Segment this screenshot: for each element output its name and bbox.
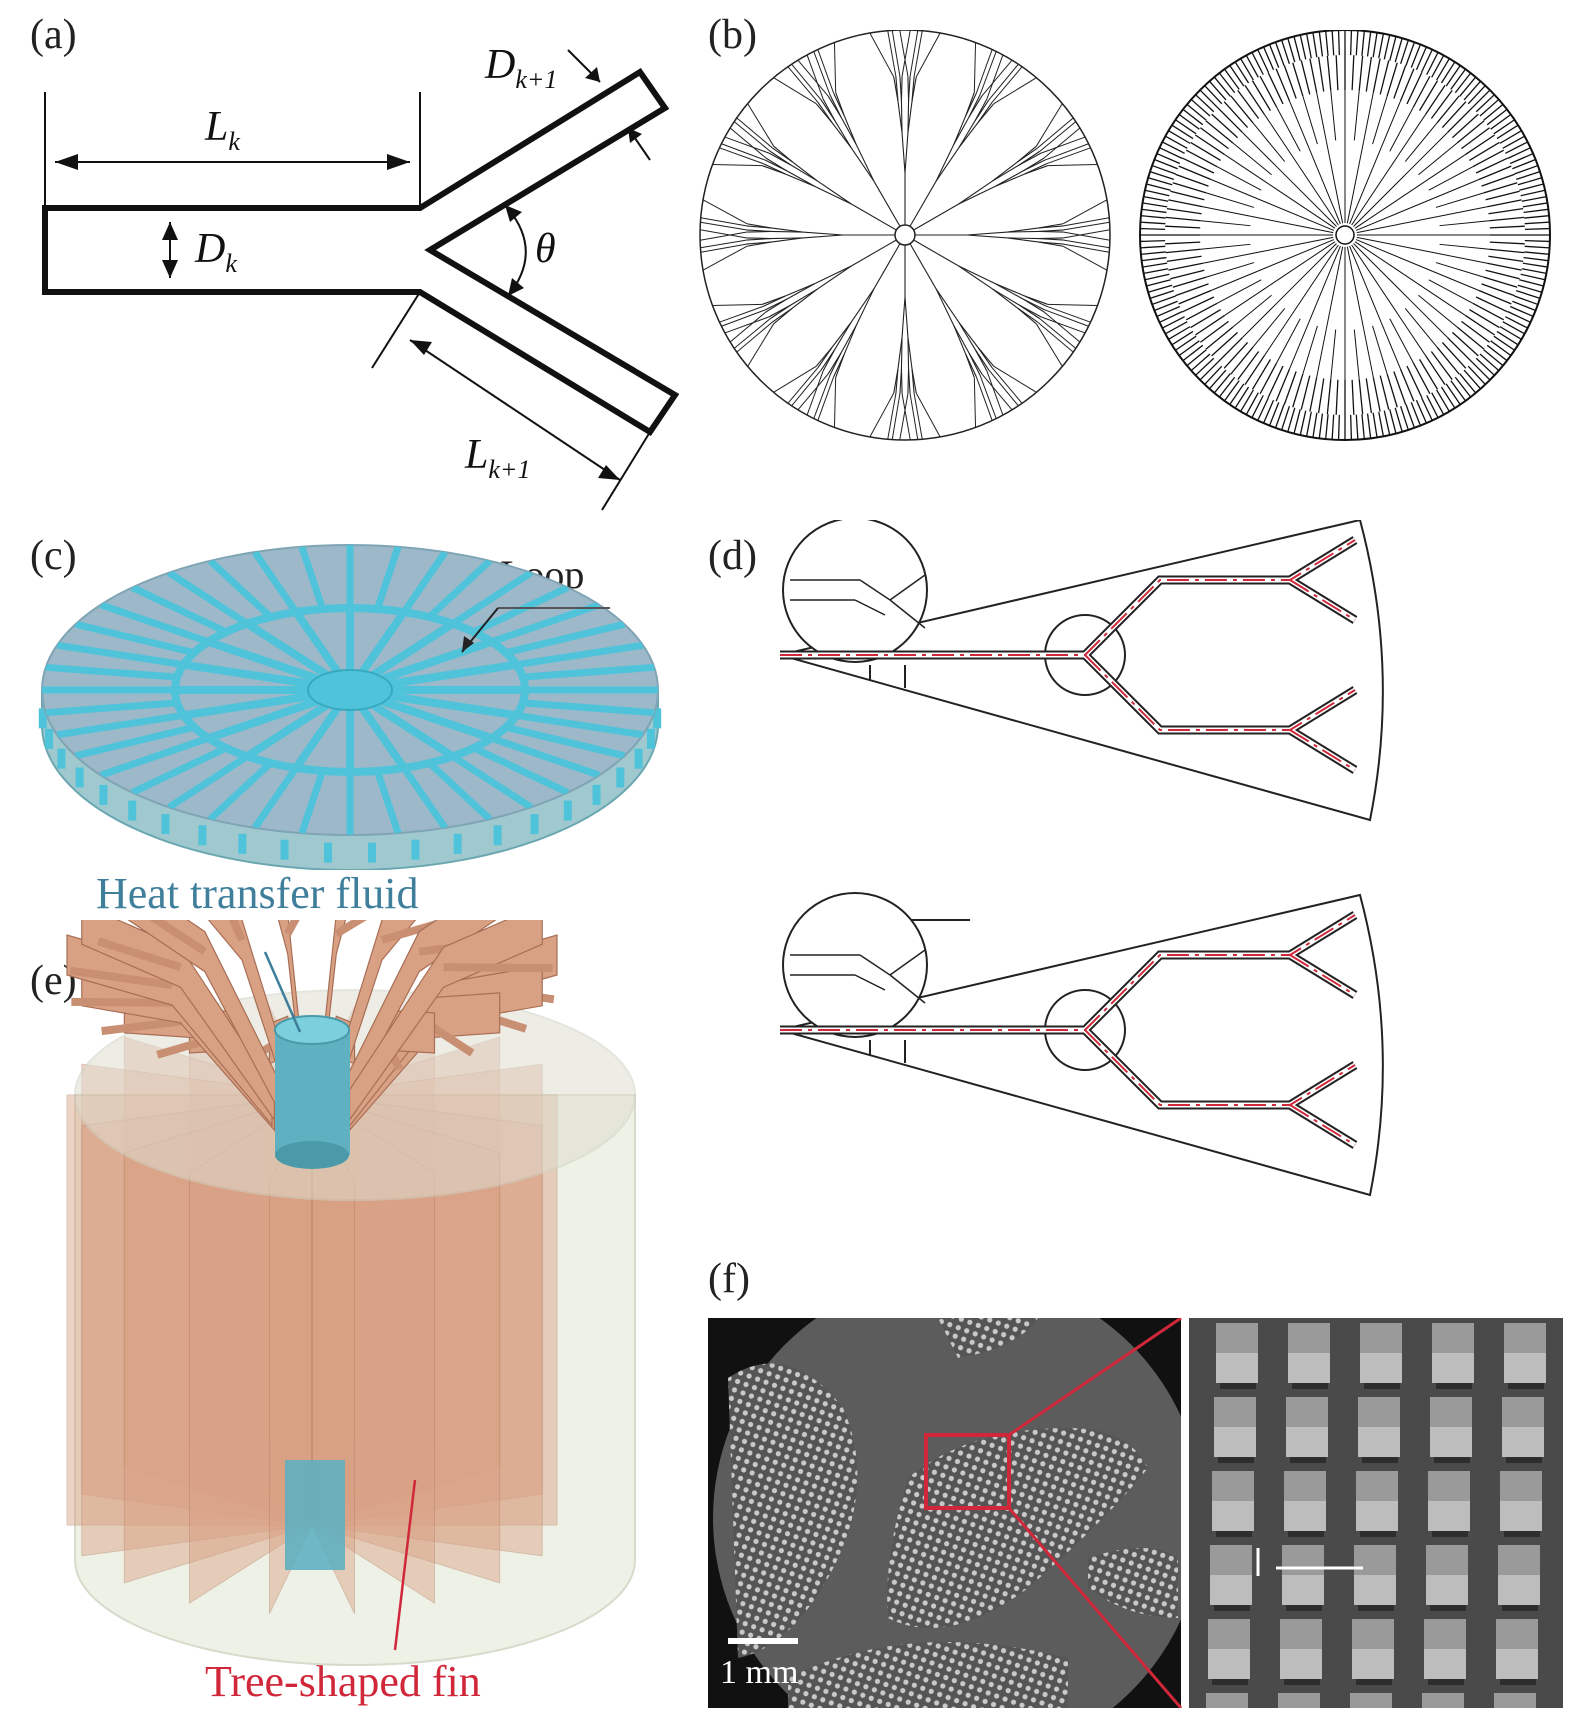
label-Dk: Dk [194, 226, 237, 278]
pillar-region [887, 1428, 1148, 1628]
scale-bar [728, 1638, 798, 1644]
panel-e-finned-cylinder [66, 920, 636, 1666]
pillar-region [788, 1642, 1068, 1708]
parent-tube [42, 67, 680, 437]
panel-label-a: (a) [30, 12, 77, 58]
label-theta: θ [535, 226, 556, 272]
panel-d-sector-channels [780, 520, 1384, 1197]
panel-label-d: (d) [708, 533, 757, 579]
panel-c-disc-model [38, 544, 662, 870]
label-Lk1: Lk+1 [464, 432, 530, 484]
sector-design-2 [780, 892, 1384, 1197]
panel-a-bifurcation-diagram: Lk Dk Dk+1 Lk+1 θ [42, 42, 680, 511]
tree-network-disc [699, 30, 1111, 441]
tree-shaped-fin-label: Tree-shaped fin [205, 1657, 481, 1706]
panel-b-tree-networks [699, 30, 1551, 441]
scale-bar-label: 1 mm [720, 1654, 798, 1691]
panel-label-f: (f) [708, 1256, 750, 1302]
panel-f-sem-images: 1 mm [708, 1318, 1563, 1708]
panel-label-c: (c) [30, 533, 77, 579]
label-Lk: Lk [204, 104, 240, 156]
panel-label-b: (b) [708, 12, 757, 58]
pillar-region [938, 1318, 1038, 1358]
pillar-region [728, 1363, 858, 1658]
sector-design-1 [780, 520, 1384, 822]
heat-transfer-fluid-label: Heat transfer fluid [96, 869, 419, 918]
pillar-region [1088, 1548, 1178, 1618]
radial-network-disc [1139, 30, 1551, 441]
label-Dk1: Dk+1 [484, 42, 557, 94]
